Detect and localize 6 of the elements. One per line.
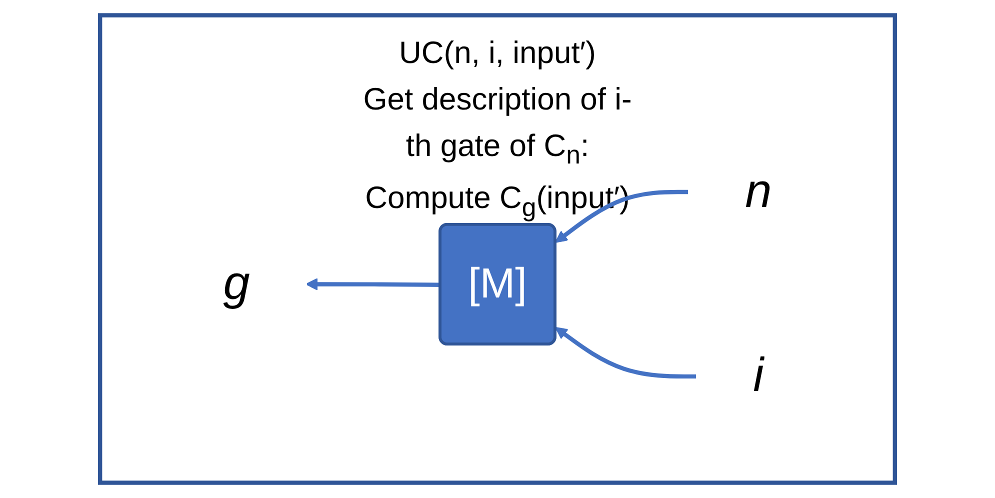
arrow bbox=[306, 278, 441, 290]
node-text: g bbox=[223, 256, 250, 310]
arrow bbox=[555, 190, 689, 243]
arrow bbox=[555, 326, 697, 379]
node-text: n bbox=[745, 164, 772, 218]
node-text: i bbox=[753, 348, 764, 402]
